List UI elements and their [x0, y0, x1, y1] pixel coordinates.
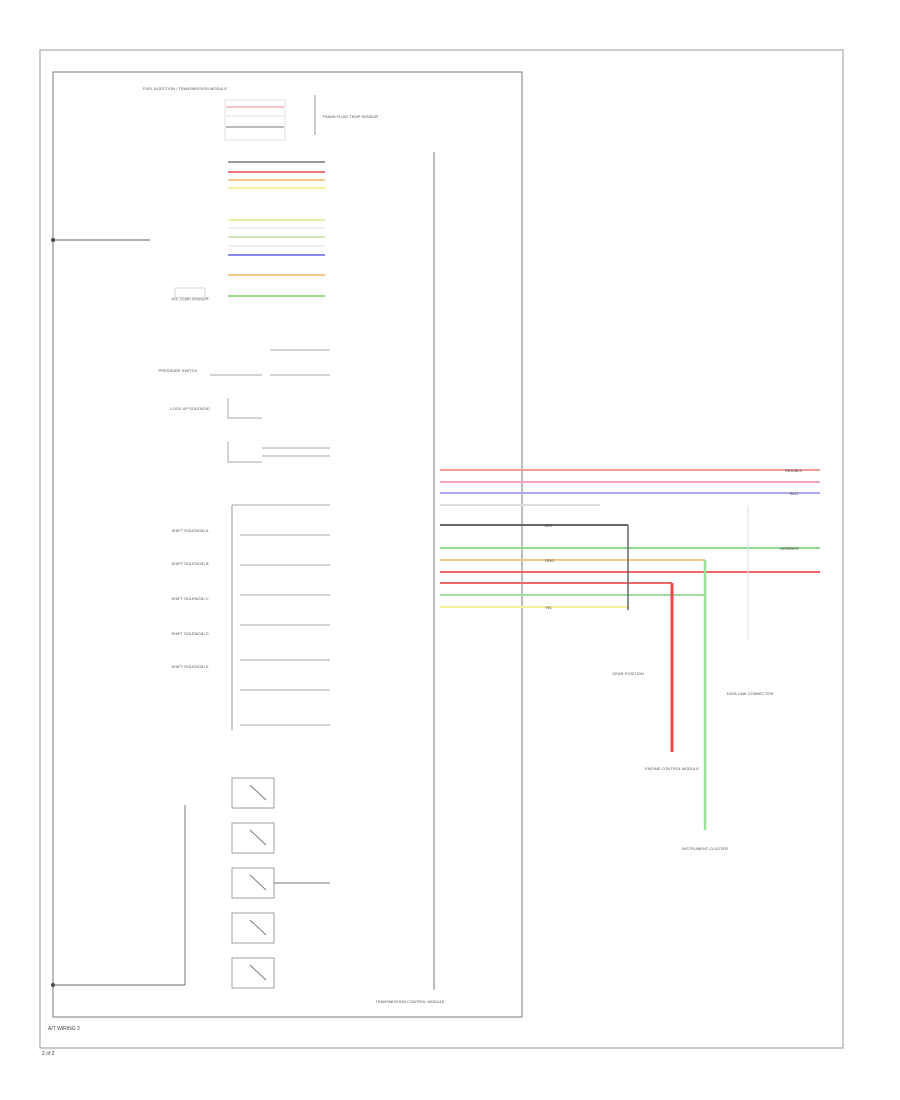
atf-temp-label: ATF TEMP SENSOR [171, 296, 208, 301]
module-frame [52, 71, 523, 1018]
switch-box [231, 777, 275, 809]
lockup-solenoid-label: LOCK-UP SOLENOID [170, 406, 210, 411]
engine-control-label: ENGINE CONTROL MODULE [645, 766, 699, 771]
switch-contact [249, 964, 267, 981]
page-label: 2 of 2 [42, 1051, 55, 1057]
switch-box [231, 822, 275, 854]
section-label: A/T WIRING 2 [48, 1026, 80, 1032]
switch-box [231, 912, 275, 944]
pressure-switch-label: PRESSURE SWITCH [159, 368, 198, 373]
switch-contact [249, 784, 267, 801]
shift-solenoid-a-label: SHIFT SOLENOID A [172, 528, 209, 533]
top-module-label: FUEL INJECTION / TRANSMISSION MODULE [143, 86, 228, 91]
shift-solenoid-e-label: SHIFT SOLENOID E [171, 664, 208, 669]
switch-box [231, 957, 275, 989]
sensor-connector [224, 99, 286, 141]
outer-frame [39, 49, 844, 1049]
switch-contact [249, 919, 267, 936]
wire-label: RED/BLK [785, 468, 802, 473]
wire-label: BLU [790, 491, 798, 496]
switch-contact [249, 874, 267, 891]
switch-box [231, 867, 275, 899]
data-link-label: DATA LINK CONNECTOR [727, 691, 774, 696]
temp-sensor-label: TRANS FLUID TEMP SENSOR [322, 114, 378, 119]
wire-label: BLK [545, 523, 553, 528]
pressure-switch-group [231, 777, 330, 989]
tcm-label: TRANSMISSION CONTROL MODULE [375, 999, 445, 1004]
instrument-cluster-label: INSTRUMENT CLUSTER [682, 846, 728, 851]
gear-position-label: GEAR POSITION [612, 671, 644, 676]
wire-label: YEL [545, 605, 553, 610]
shift-solenoid-c-label: SHIFT SOLENOID C [171, 596, 208, 601]
switch-contact [249, 829, 267, 846]
solenoid-block [227, 442, 262, 463]
sensor-connector [174, 287, 206, 301]
wire-label: GRN/WHT [780, 546, 800, 551]
shift-solenoid-d-label: SHIFT SOLENOID D [171, 631, 208, 636]
solenoid-block [227, 398, 262, 419]
splice-dot [51, 238, 55, 242]
shift-solenoid-b-label: SHIFT SOLENOID B [171, 561, 208, 566]
wire-label: ORG [545, 558, 554, 563]
